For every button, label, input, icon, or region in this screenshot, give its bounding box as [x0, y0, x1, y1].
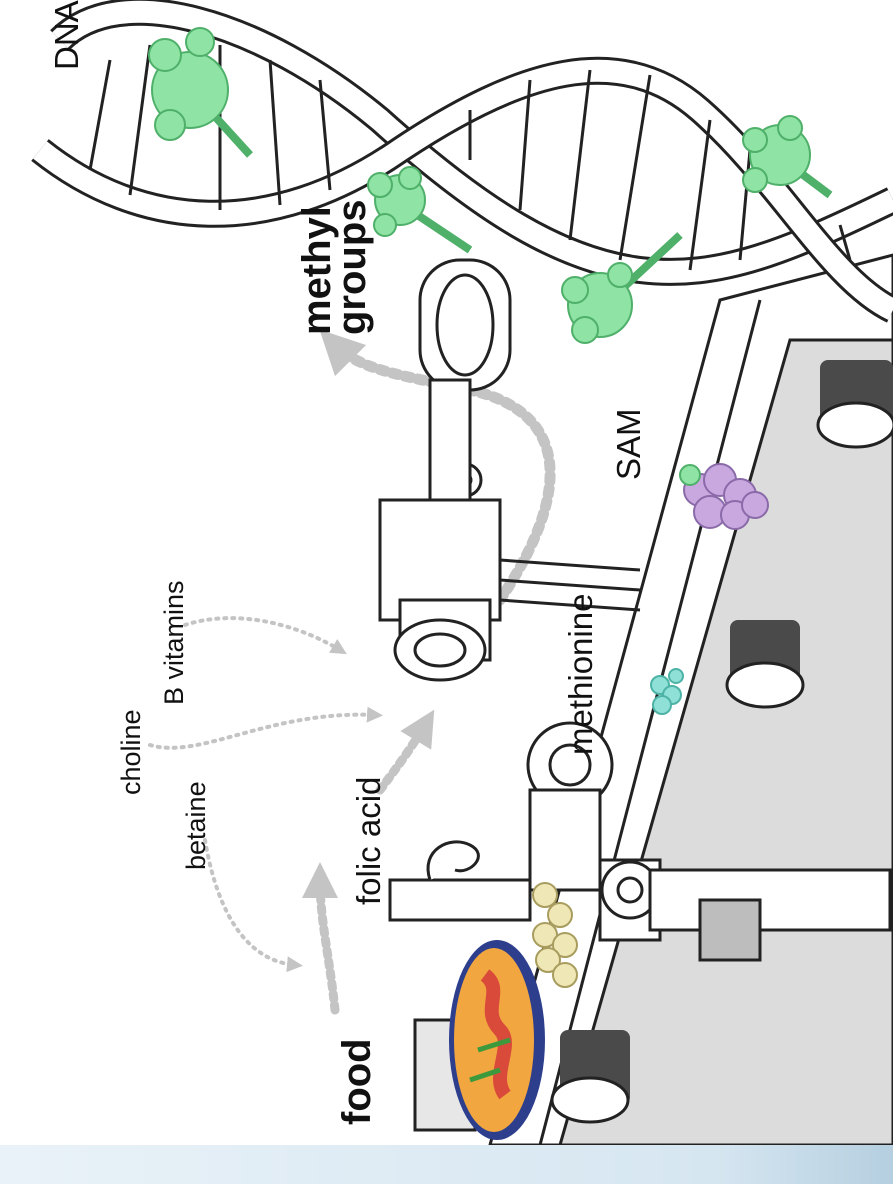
- label-betaine: betaine: [181, 781, 211, 870]
- label-folic-acid: folic acid: [350, 777, 387, 905]
- label-sam: SAM: [610, 408, 647, 480]
- roller: [552, 1030, 630, 1122]
- methyl-group-icon: [743, 116, 830, 195]
- label-methyl-groups-line2: groups: [330, 199, 374, 335]
- bottom-gradient-bar: [0, 1145, 893, 1184]
- label-b-vitamins: B vitamins: [159, 580, 189, 705]
- label-food: food: [335, 1038, 379, 1125]
- conveyor-belt: [490, 255, 893, 1145]
- label-methionine: methionine: [562, 594, 599, 755]
- label-choline: choline: [116, 709, 146, 795]
- food-plate-icon: [449, 940, 545, 1140]
- arrow-b-vitamins: [185, 618, 340, 650]
- arrow-betaine: [205, 840, 295, 965]
- arrow-choline: [150, 715, 375, 748]
- roller: [727, 620, 803, 707]
- roller: [818, 360, 893, 447]
- label-dna: DNA: [48, 0, 85, 70]
- arrow-food-to-folic: [320, 880, 335, 1010]
